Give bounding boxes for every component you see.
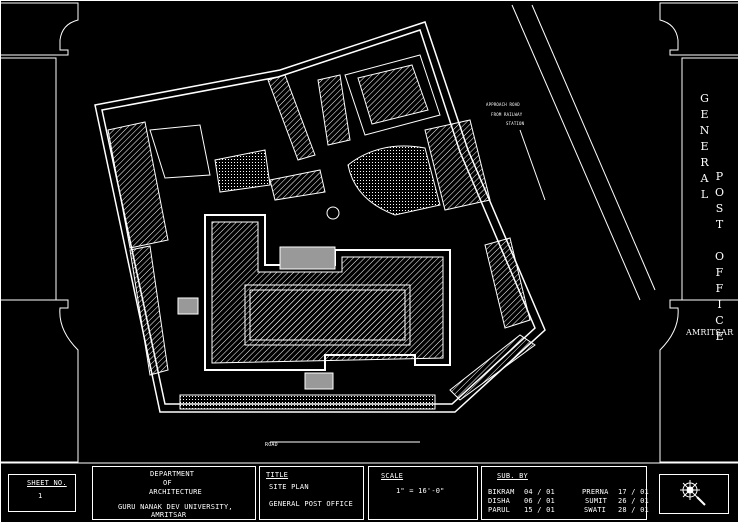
dept-line-3: ARCHITECTURE (149, 488, 202, 496)
approach-road-label-2: FROM RAILWAY (491, 112, 523, 117)
sheet-label: SHEET NO. (27, 479, 67, 487)
student-roll: 26 / 01 (618, 497, 649, 505)
city-label: AMRITSAR (686, 328, 734, 337)
student-name: PARUL (488, 506, 511, 514)
sub-by-label: SUB. BY (497, 472, 528, 480)
student-roll: 06 / 01 (524, 497, 555, 505)
main-building (177, 206, 451, 390)
student-name: PRERNA (582, 488, 609, 496)
student-name: SUMIT (585, 497, 608, 505)
student-roll: 17 / 01 (618, 488, 649, 496)
approach-road-label-1: APPROACH ROAD (486, 102, 520, 107)
approach-road-lines (270, 4, 656, 443)
title-project: GENERAL POST OFFICE (269, 500, 353, 508)
title-site-plan: SITE PLAN (269, 483, 309, 491)
student-roll: 15 / 01 (524, 506, 555, 514)
approach-road-label-3: STATION (506, 121, 525, 126)
department-box (92, 466, 256, 520)
vertical-title-general: GENERAL (698, 92, 711, 204)
sheet-box (8, 474, 76, 512)
dept-line-2: OF (163, 479, 172, 487)
university-city: AMRITSAR (151, 511, 187, 519)
student-roll: 04 / 01 (524, 488, 555, 496)
vertical-title-post-office: POST OFFICE (713, 170, 726, 346)
student-name: SWATI (584, 506, 607, 514)
sheet-number: 1 (38, 492, 43, 500)
scale-box (368, 466, 478, 520)
student-name: DISHA (488, 497, 511, 505)
buildings (107, 54, 536, 401)
logo-box (659, 474, 729, 514)
dept-line-1: DEPARTMENT (150, 470, 195, 478)
title-label: TITLE (266, 471, 289, 479)
right-pillar (659, 2, 739, 463)
left-pillar (0, 2, 79, 463)
university-name: GURU NANAK DEV UNIVERSITY, (118, 503, 233, 511)
landscape (179, 145, 441, 410)
scale-value: 1" = 16'-0" (396, 487, 445, 495)
title-box (259, 466, 364, 520)
student-name: BIKRAM (488, 488, 515, 496)
student-roll: 28 / 01 (618, 506, 649, 514)
road-label: ROAD (265, 442, 278, 448)
scale-label: SCALE (381, 472, 404, 480)
submitted-by-box (481, 466, 647, 520)
